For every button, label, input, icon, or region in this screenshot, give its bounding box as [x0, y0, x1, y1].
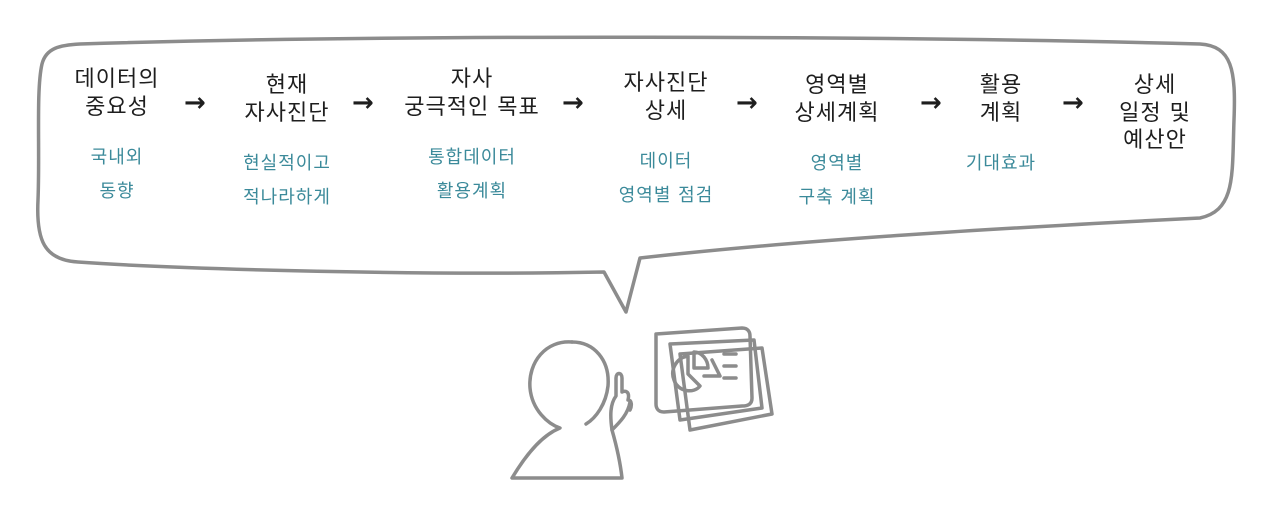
- step-title-line: 자사진단: [244, 100, 330, 126]
- step-title: 활용 계획: [946, 72, 1056, 127]
- step-title-line: 자사진단: [623, 71, 709, 96]
- step-title: 자사진단 상세: [596, 70, 736, 125]
- step-title: 현재 자사진단: [222, 72, 352, 127]
- step-title-line: 자사: [450, 67, 494, 92]
- step-title-line: 활용: [979, 73, 1023, 98]
- step-ultimate-goal: 자사 궁극적인 목표 통합데이터 활용계획: [392, 66, 552, 209]
- step-utilization-plan: 활용 계획 기대효과: [946, 72, 1056, 181]
- pie-chart-icon: [671, 350, 738, 393]
- step-subtitle: 영역별 구축 계획: [772, 147, 902, 215]
- step-data-importance: 데이터의 중요성 국내외 동향: [62, 66, 172, 209]
- step-subtitle-line: 통합데이터: [428, 147, 516, 168]
- step-subtitle: 국내외 동향: [62, 141, 172, 209]
- step-subtitle: 현실적이고 적나라하게: [222, 147, 352, 215]
- step-title-line: 중요성: [85, 94, 149, 120]
- step-subtitle-line: 영역별: [810, 153, 864, 174]
- arrow-icon: →: [562, 88, 584, 118]
- arrow-icon: →: [184, 88, 206, 118]
- step-title-line: 현재: [265, 73, 309, 98]
- step-title-line: 계획: [979, 100, 1023, 126]
- step-subtitle-line: 영역별 점검: [618, 185, 714, 207]
- step-title: 데이터의 중요성: [62, 66, 172, 121]
- step-title-line: 상세: [644, 98, 688, 124]
- step-subtitle-line: 동향: [99, 181, 135, 203]
- presentation-slides-icon: [654, 326, 774, 432]
- arrow-icon: →: [920, 88, 942, 118]
- step-subtitle-line: 구축 계획: [798, 187, 876, 209]
- step-title-line: 상세계획: [794, 100, 880, 126]
- step-subtitle-line: 현실적이고: [243, 153, 331, 174]
- arrow-icon: →: [1062, 88, 1084, 118]
- step-title-line: 데이터의: [74, 67, 160, 92]
- arrow-icon: →: [352, 88, 374, 118]
- step-title: 자사 궁극적인 목표: [392, 66, 552, 121]
- arrow-icon: →: [736, 88, 758, 118]
- step-subtitle-line: 국내외: [90, 147, 144, 168]
- step-subtitle: 데이터 영역별 점검: [596, 145, 736, 213]
- step-subtitle: 통합데이터 활용계획: [392, 141, 552, 209]
- step-area-plan: 영역별 상세계획 영역별 구축 계획: [772, 72, 902, 215]
- step-title-line: 상세: [1133, 73, 1177, 98]
- step-title-line: 일정 및: [1119, 100, 1191, 126]
- step-title: 상세 일정 및 예산안: [1100, 72, 1210, 155]
- step-subtitle: 기대효과: [946, 147, 1056, 181]
- step-title-line: 궁극적인 목표: [404, 94, 540, 120]
- step-schedule-budget: 상세 일정 및 예산안: [1100, 72, 1210, 155]
- step-subtitle-line: 적나라하게: [243, 187, 331, 209]
- step-title-line: 예산안: [1123, 128, 1187, 153]
- step-title-line: 영역별: [805, 73, 869, 98]
- step-diagnosis-detail: 자사진단 상세 데이터 영역별 점검: [596, 70, 736, 213]
- step-subtitle-line: 기대효과: [965, 153, 1037, 174]
- step-subtitle-line: 활용계획: [436, 181, 508, 203]
- person-icon: [510, 340, 634, 480]
- step-current-diagnosis: 현재 자사진단 현실적이고 적나라하게: [222, 72, 352, 215]
- step-title: 영역별 상세계획: [772, 72, 902, 127]
- step-subtitle-line: 데이터: [639, 151, 693, 172]
